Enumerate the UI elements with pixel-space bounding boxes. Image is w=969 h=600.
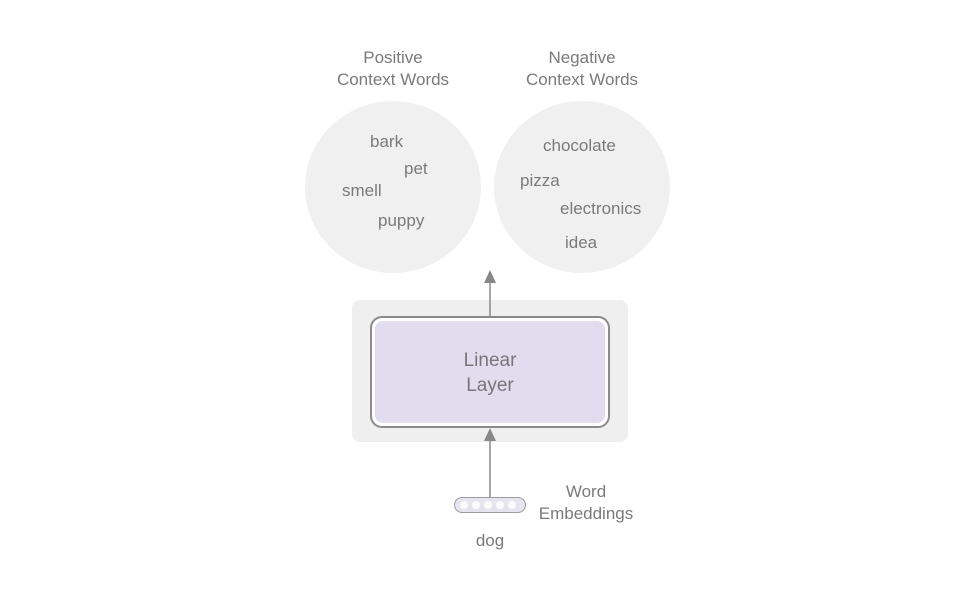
positive-context-circle bbox=[305, 101, 481, 273]
negative-heading-line2: Context Words bbox=[525, 70, 639, 89]
word-embeddings-label-line1: Word bbox=[565, 482, 607, 501]
negative-word: pizza bbox=[520, 171, 560, 190]
embedding-cell bbox=[496, 501, 504, 509]
arrow-embedding-to-layer-head bbox=[484, 428, 496, 441]
positive-word: pet bbox=[404, 159, 428, 178]
word-embeddings-label: Word Embeddings bbox=[539, 481, 634, 525]
linear-layer-label-line2: Layer bbox=[466, 375, 514, 396]
negative-heading: Negative Context Words bbox=[526, 47, 638, 91]
positive-heading-line1: Positive bbox=[363, 48, 423, 67]
negative-word: chocolate bbox=[543, 136, 616, 155]
positive-heading-line2: Context Words bbox=[336, 70, 450, 89]
positive-word: puppy bbox=[378, 211, 425, 230]
linear-layer-label-line1: Linear bbox=[463, 350, 517, 371]
positive-word: smell bbox=[342, 181, 382, 200]
linear-layer-block bbox=[375, 321, 605, 423]
embedding-cell bbox=[460, 501, 468, 509]
arrow-layer-to-context-head bbox=[484, 270, 496, 283]
embedding-cell bbox=[484, 501, 492, 509]
positive-word: bark bbox=[370, 132, 404, 151]
negative-word: electronics bbox=[560, 199, 642, 218]
word-embeddings-label-line2: Embeddings bbox=[538, 504, 634, 523]
negative-word: idea bbox=[565, 233, 598, 252]
word-embedding-vector bbox=[454, 497, 526, 513]
negative-heading-line1: Negative bbox=[548, 48, 616, 67]
positive-heading: Positive Context Words bbox=[337, 47, 449, 91]
linear-layer-label: Linear Layer bbox=[464, 348, 517, 398]
embedding-cell bbox=[472, 501, 480, 509]
negative-context-circle bbox=[494, 101, 670, 273]
input-word: dog bbox=[475, 531, 505, 550]
embedding-cell bbox=[508, 501, 516, 509]
